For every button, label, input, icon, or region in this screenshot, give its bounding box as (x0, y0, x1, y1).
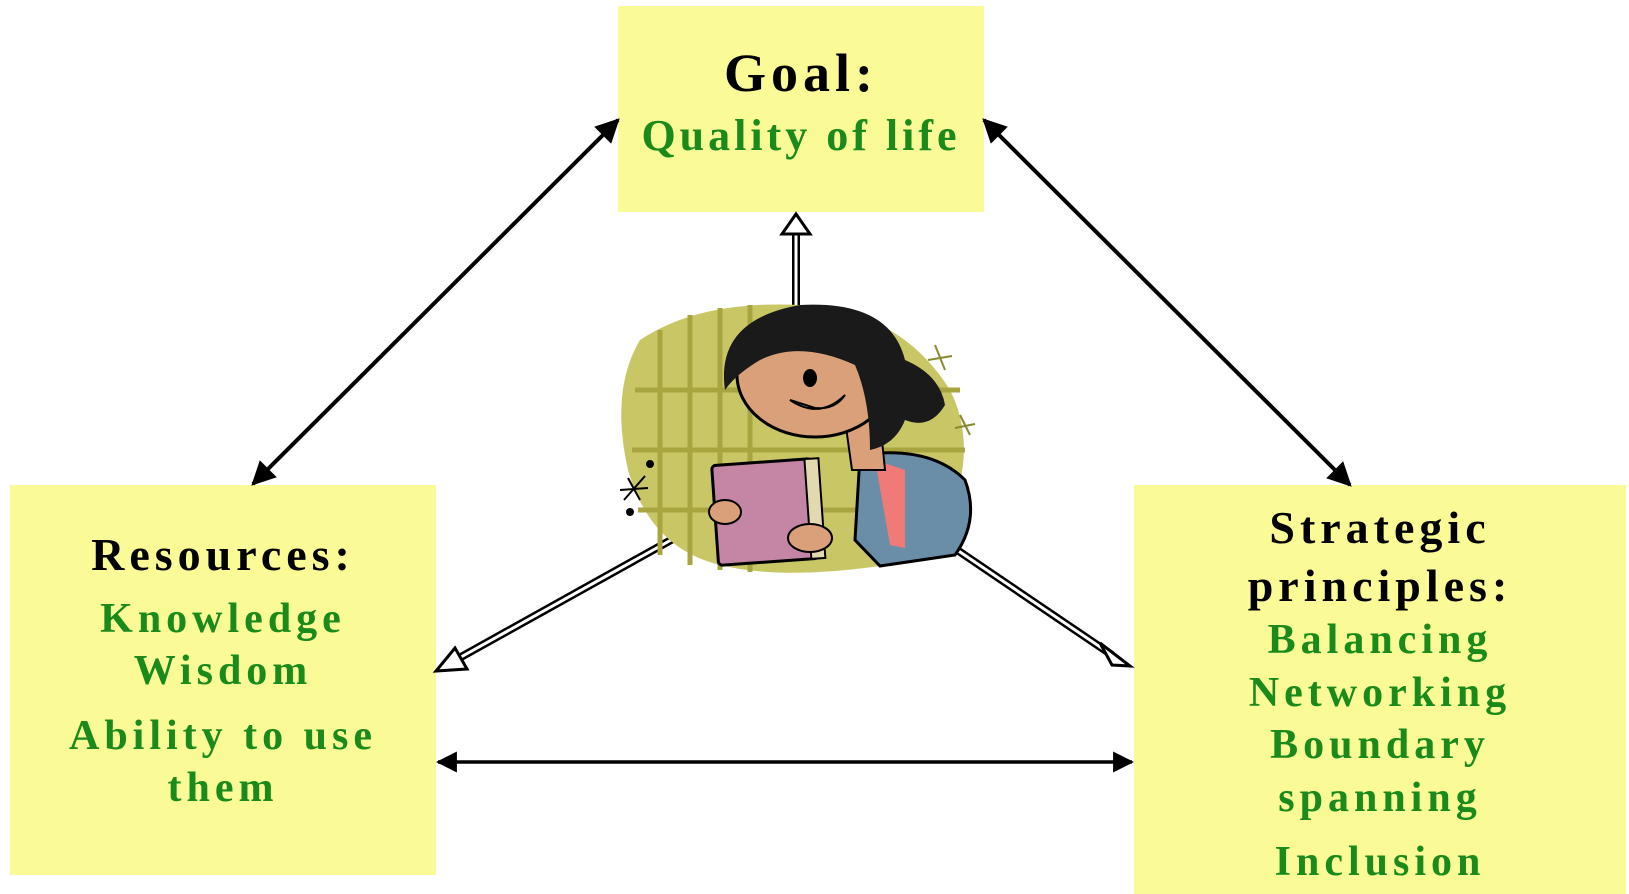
person-with-book-icon (619, 304, 976, 573)
strategic-principles-box: Strategic principles: Balancing Networki… (1134, 485, 1626, 894)
strategic-heading-line2: principles: (1247, 559, 1513, 611)
arrow-goal-resources (251, 118, 620, 486)
goal-item-quality-of-life: Quality of life (641, 110, 961, 160)
goal-box: Goal: Quality of life (618, 6, 984, 212)
strategic-item-spanning: spanning (1278, 774, 1482, 821)
resources-item-knowledge: Knowledge (100, 595, 346, 642)
resources-item-them: them (167, 765, 279, 812)
resources-heading: Resources: (91, 529, 355, 580)
arrow-goal-strategic (982, 118, 1352, 487)
resources-item-ability: Ability to use (68, 712, 377, 759)
strategic-heading-line1: Strategic (1269, 502, 1491, 553)
arrow-center-resources (432, 531, 682, 673)
resources-item-wisdom: Wisdom (133, 648, 313, 695)
strategic-item-boundary: Boundary (1270, 722, 1490, 768)
arrow-center-strategic (932, 531, 1135, 668)
strategic-item-inclusion: Inclusion (1274, 839, 1486, 885)
goal-heading: Goal: (724, 43, 878, 103)
resources-box: Resources: Knowledge Wisdom Ability to u… (10, 485, 436, 875)
strategic-item-networking: Networking (1248, 669, 1512, 716)
arrow-center-goal (779, 211, 813, 305)
strategic-item-balancing: Balancing (1267, 617, 1493, 663)
